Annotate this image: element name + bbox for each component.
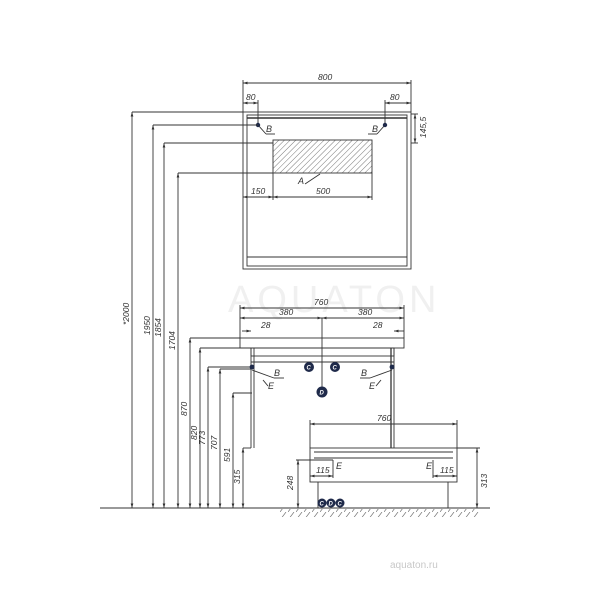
- dim-height-315: 315: [232, 470, 242, 484]
- dim-vanity-width: 760: [314, 297, 328, 307]
- dim-height-1704: 1704: [167, 331, 177, 350]
- dim-mirror-top-band: 145,5: [418, 116, 428, 138]
- dim-mirror-left-offset: 80: [246, 92, 256, 102]
- dim-height-870: 870: [179, 402, 189, 416]
- mount-point-b-vanity-right: [389, 364, 395, 370]
- dim-light-width: 500: [316, 186, 330, 196]
- mount-point-b-right: [382, 122, 388, 128]
- mirror-frame: [242, 111, 412, 270]
- marker-c-lower-right: C: [335, 498, 345, 508]
- label-b-mirror-left: B: [266, 124, 272, 134]
- label-e-lower-right: E: [426, 461, 433, 471]
- svg-text:C: C: [307, 366, 312, 372]
- mount-point-b-vanity-left: [249, 364, 255, 370]
- light-panel: [272, 139, 373, 174]
- svg-text:C: C: [338, 502, 343, 508]
- label-b-vanity-left: B: [274, 368, 280, 378]
- dim-height-1950: 1950: [142, 316, 152, 335]
- dim-vanity-edge-left: 28: [260, 320, 271, 330]
- dim-lower-inset-left: 115: [316, 465, 330, 475]
- dim-lower-width: 760: [377, 413, 391, 423]
- dim-height-707: 707: [209, 436, 219, 450]
- label-b-mirror-right: B: [372, 124, 378, 134]
- dim-vanity-half-left: 380: [279, 307, 293, 317]
- vanity-cabinet: [239, 305, 405, 448]
- dim-light-left: 150: [251, 186, 265, 196]
- dim-lower-height-right: 313: [479, 474, 489, 488]
- watermark: AQUATON: [228, 279, 440, 321]
- marker-c-lower-left: C: [317, 498, 327, 508]
- marker-d-lower: D: [326, 498, 336, 508]
- dim-vanity-edge-right: 28: [372, 320, 383, 330]
- dim-height-591: 591: [222, 448, 232, 462]
- dim-lower-inset-right: 115: [440, 465, 454, 475]
- dim-mirror-width: 800: [318, 72, 332, 82]
- dim-vanity-half-right: 380: [358, 307, 372, 317]
- dim-height-2000: *2000: [121, 303, 131, 325]
- floor-hatch: [280, 509, 480, 517]
- marker-c2: C: [330, 362, 340, 372]
- dim-mirror-right-offset: 80: [390, 92, 400, 102]
- svg-text:D: D: [329, 502, 334, 508]
- label-e-vanity-left: E: [268, 381, 275, 391]
- svg-text:C: C: [333, 366, 338, 372]
- dim-lower-height-left: 248: [285, 476, 295, 491]
- label-e-lower-left: E: [336, 461, 343, 471]
- label-e-vanity-right: E: [369, 381, 376, 391]
- dim-height-1854: 1854: [153, 318, 163, 337]
- height-dimensions: [130, 111, 273, 508]
- svg-text:D: D: [320, 391, 325, 397]
- marker-d: D: [316, 386, 328, 398]
- site-watermark: aquaton.ru: [390, 560, 438, 571]
- dim-height-820: 820: [189, 426, 199, 440]
- svg-text:C: C: [320, 502, 325, 508]
- marker-c1: C: [304, 362, 314, 372]
- label-b-vanity-right: B: [361, 368, 367, 378]
- label-a: A: [297, 176, 304, 186]
- dim-height-773: 773: [197, 431, 207, 445]
- lower-unit: [296, 420, 480, 508]
- mirror-cabinet: [242, 80, 418, 270]
